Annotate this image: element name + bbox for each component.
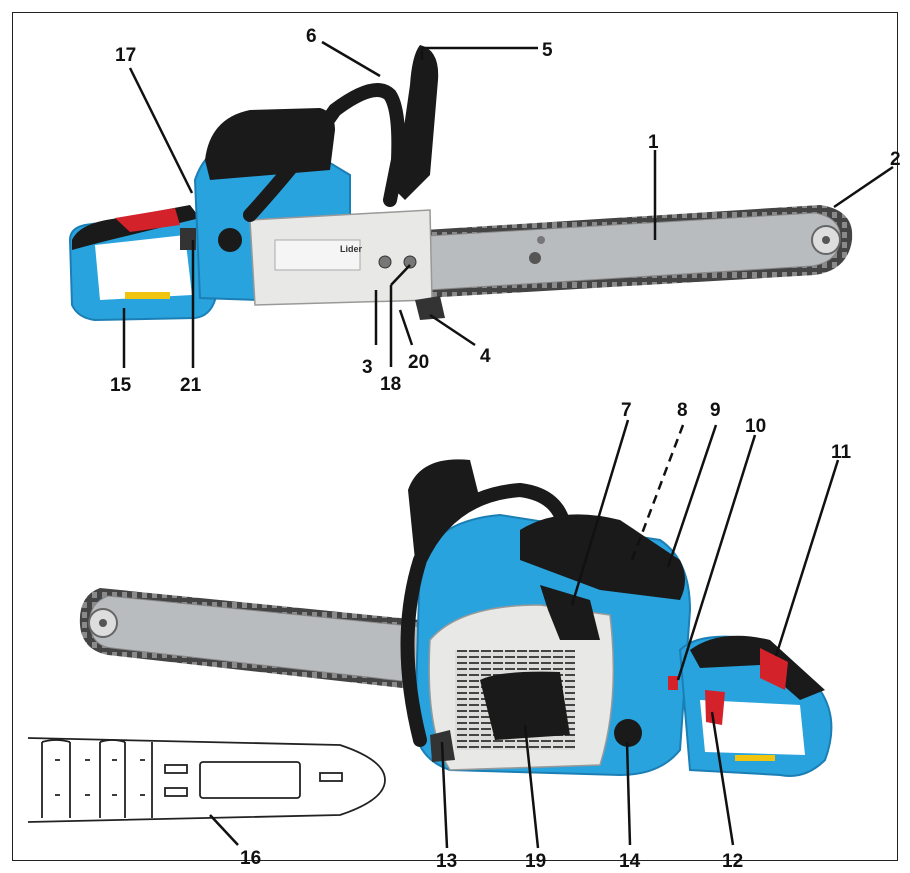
chain-catcher-top (415, 296, 445, 320)
leader-7 (570, 419, 630, 606)
callout-13: 13 (436, 851, 457, 872)
brand-label-top: Lider (340, 244, 363, 254)
leader-2 (833, 165, 894, 209)
chain-brake-guard-top (395, 45, 439, 200)
leader-17 (128, 67, 194, 194)
callout-12: 12 (722, 851, 743, 872)
leader-9 (666, 424, 718, 568)
throttle-trigger-bottom (705, 690, 725, 725)
chainsaw-bottom-view (79, 459, 833, 777)
callout-6: 6 (306, 26, 317, 47)
leader-12 (710, 711, 735, 846)
callout-3: 3 (362, 357, 373, 378)
callout-4: 4 (480, 346, 491, 367)
chain-guard-drawing (27, 737, 386, 823)
leader-20 (398, 309, 414, 346)
callout-15: 15 (110, 375, 132, 396)
callout-19: 19 (525, 851, 546, 872)
starter-logo-plate (480, 671, 570, 740)
leader-16 (209, 814, 239, 846)
front-handle-top (243, 83, 406, 222)
chain-brake-guard-bottom (408, 459, 480, 560)
leader-lines (122, 40, 894, 849)
callout-20: 20 (408, 352, 429, 373)
callout-labels: 1 2 3 4 5 6 7 8 9 10 11 12 13 14 15 16 1… (110, 26, 901, 872)
callout-14: 14 (619, 851, 641, 872)
leader-6 (321, 40, 381, 78)
ignition-switch (668, 676, 678, 690)
chainsaw-top-view: Lider (68, 45, 853, 322)
callout-17: 17 (115, 45, 136, 66)
callout-8: 8 (677, 400, 688, 421)
bar-nut-2 (403, 255, 417, 269)
starter-handle (540, 585, 600, 640)
figure-border (12, 12, 898, 861)
callout-10: 10 (745, 416, 766, 437)
callout-2: 2 (890, 149, 901, 170)
leader-19 (523, 724, 540, 849)
throttle-trigger-top (115, 208, 180, 232)
leader-11 (774, 459, 840, 657)
callout-16: 16 (240, 848, 261, 869)
leader-18b (390, 264, 411, 286)
callout-5: 5 (542, 40, 553, 61)
callout-7: 7 (621, 400, 632, 421)
leader-4 (429, 313, 476, 347)
callout-1: 1 (648, 132, 659, 153)
bar-nut-1 (378, 255, 392, 269)
leader-8 (630, 424, 685, 561)
callout-11: 11 (831, 442, 852, 463)
leader-13 (440, 741, 449, 849)
callout-9: 9 (710, 400, 721, 421)
leader-14 (625, 741, 632, 846)
callout-18: 18 (380, 374, 401, 395)
callout-21: 21 (180, 375, 202, 396)
knob-top (218, 228, 242, 252)
trigger-lockout (760, 648, 788, 690)
tension-knob-bottom (614, 719, 642, 747)
leader-10 (676, 434, 757, 681)
